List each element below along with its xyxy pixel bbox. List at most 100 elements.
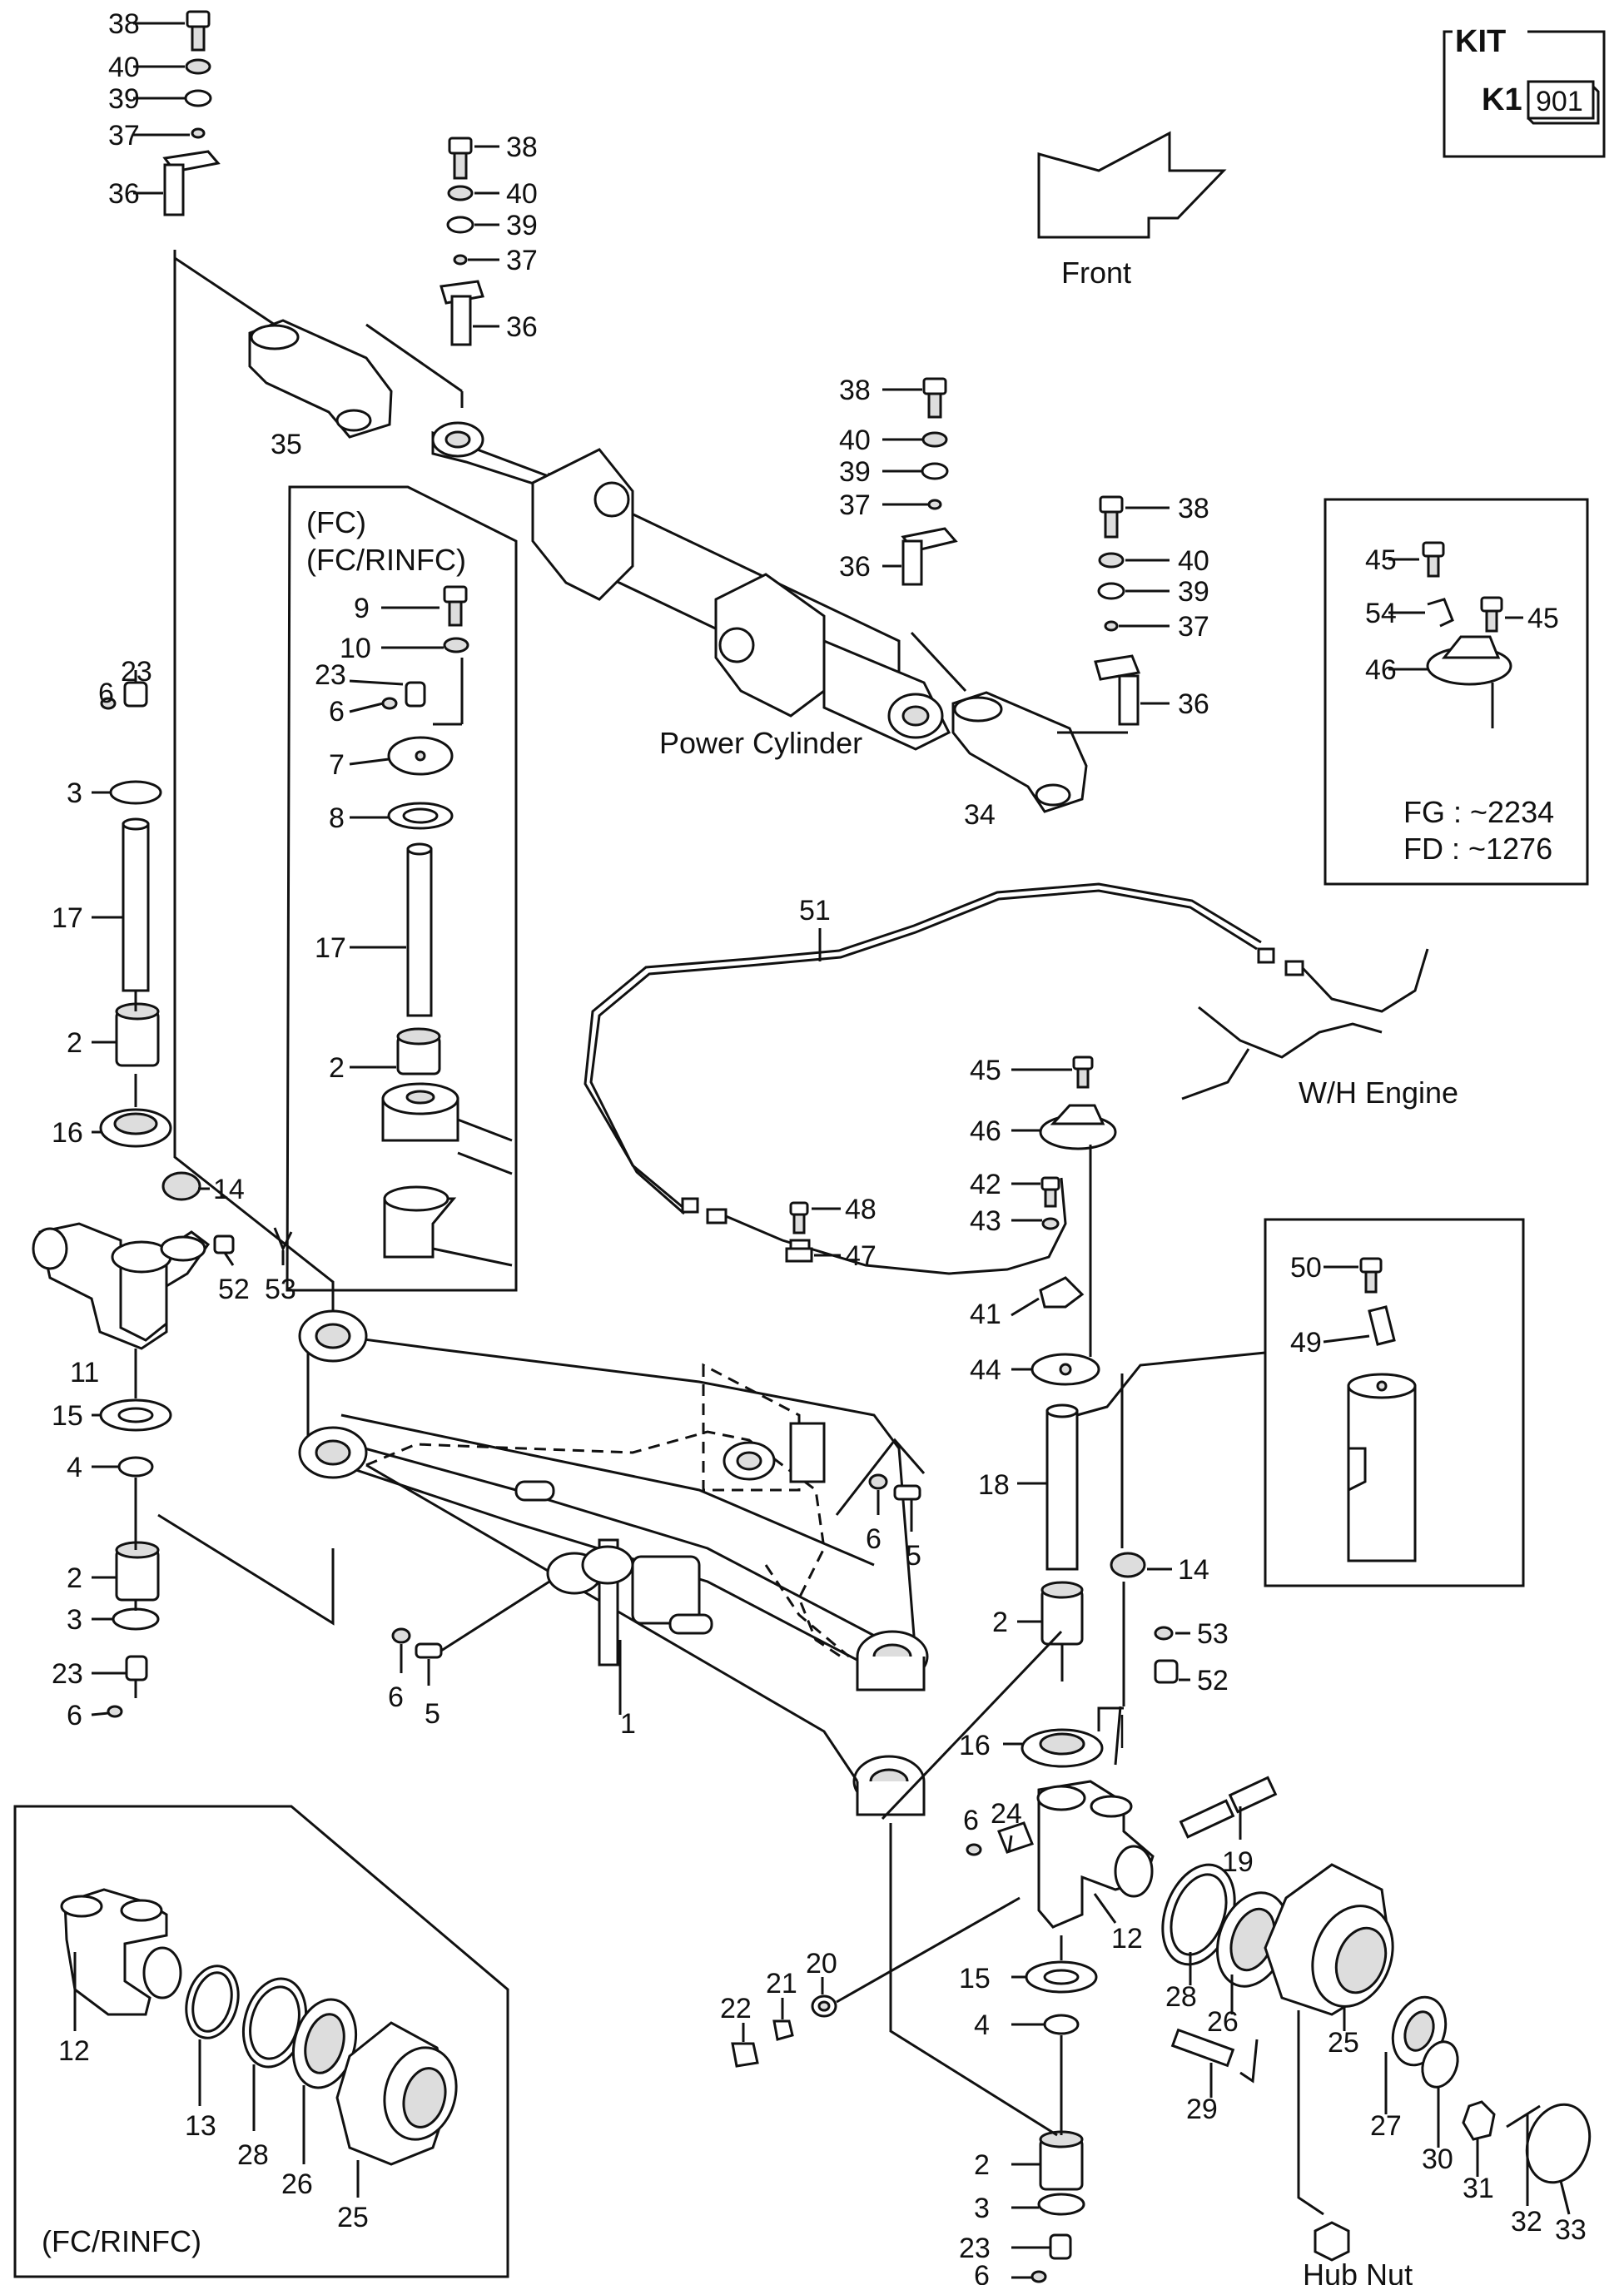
right-kingpin-assembly: [881, 1351, 1278, 1929]
callout-14a: 14: [213, 1174, 245, 1205]
callout-34: 34: [964, 799, 996, 831]
callout-38d: 38: [1178, 493, 1209, 524]
callout-23c: 23: [52, 1658, 83, 1690]
callout-21: 21: [766, 1968, 797, 1999]
callout-12b: 12: [58, 2035, 90, 2067]
callout-6e: 6: [866, 1523, 882, 1555]
callout-22: 22: [720, 1993, 752, 2024]
callout-20: 20: [806, 1948, 837, 1980]
callout-5b: 5: [906, 1540, 921, 1572]
callout-45a: 45: [1365, 544, 1397, 576]
callout-1: 1: [620, 1708, 636, 1740]
front-arrow: Front: [1037, 131, 1227, 290]
sensor-inset-line1: FG : ~2234: [1403, 795, 1554, 829]
kit-box: KIT K1 901: [1443, 23, 1606, 158]
callout-36b: 36: [506, 311, 538, 343]
callout-29: 29: [1186, 2094, 1218, 2125]
grease-fitting-right: [835, 1438, 926, 1532]
callout-45c: 45: [970, 1055, 1001, 1086]
callout-10: 10: [340, 633, 371, 664]
sensor-stack-center: [785, 1056, 1117, 1386]
callout-35: 35: [271, 429, 302, 460]
callout-43: 43: [970, 1205, 1001, 1237]
callout-38c: 38: [839, 375, 871, 406]
callout-46b: 46: [970, 1115, 1001, 1147]
kit-code: K1: [1482, 82, 1522, 117]
callout-4a: 4: [67, 1452, 82, 1483]
callout-6d: 6: [388, 1681, 404, 1713]
callout-39: 39: [108, 83, 140, 115]
callout-49: 49: [1290, 1327, 1322, 1359]
callout-3a: 3: [67, 777, 82, 809]
wh-engine-label: W/H Engine: [1299, 1075, 1458, 1110]
callout-25a: 25: [1328, 2027, 1359, 2059]
callout-44: 44: [970, 1354, 1001, 1386]
callout-23d: 23: [959, 2233, 991, 2264]
callout-15b: 15: [959, 1963, 991, 1994]
callout-23b: 23: [121, 656, 152, 688]
knuckle-arm-34: [910, 631, 1128, 813]
left-kingpin-assembly: [32, 250, 335, 1718]
grease-fitting-left: [391, 1580, 550, 1686]
right-hub-assembly: Hub Nut: [1161, 1863, 1592, 2285]
nut-washer-group: [731, 1896, 1021, 2068]
callout-2d: 2: [992, 1607, 1008, 1638]
power-cylinder-label: Power Cylinder: [659, 726, 862, 760]
callout-25b: 25: [337, 2202, 369, 2233]
callout-18: 18: [978, 1469, 1010, 1501]
callout-53b: 53: [1197, 1618, 1229, 1650]
knuckle-arm-35: [174, 256, 464, 439]
callout-50: 50: [1290, 1252, 1322, 1284]
callout-47: 47: [845, 1240, 877, 1272]
callout-40d: 40: [1178, 545, 1209, 577]
fc-inset: (FC) (FC/RINFC): [286, 485, 518, 1292]
top-left-bolt-stack: [133, 10, 221, 216]
callout-31: 31: [1463, 2173, 1494, 2204]
callout-6g: 6: [974, 2260, 990, 2285]
top-middle-bolt-stack: [440, 137, 499, 346]
callout-39d: 39: [1178, 576, 1209, 608]
callout-39c: 39: [839, 456, 871, 488]
callout-45b: 45: [1527, 603, 1559, 634]
sensor-inset-line2: FD : ~1276: [1403, 832, 1552, 866]
callout-32: 32: [1511, 2206, 1542, 2238]
rinfc-inset: (FC/RINFC): [13, 1805, 509, 2278]
callout-12a: 12: [1111, 1923, 1143, 1955]
callout-16b: 16: [959, 1730, 991, 1761]
callout-2c: 2: [67, 1562, 82, 1594]
callout-36c: 36: [839, 551, 871, 583]
callout-4b: 4: [974, 2009, 990, 2041]
callout-37b: 37: [506, 245, 538, 276]
kit-number: 901: [1536, 86, 1583, 117]
callout-30: 30: [1422, 2143, 1453, 2175]
callout-51: 51: [799, 895, 831, 926]
callout-9: 9: [354, 593, 370, 624]
callout-36: 36: [108, 178, 140, 210]
callout-15a: 15: [52, 1400, 83, 1432]
callout-39b: 39: [506, 210, 538, 241]
callout-5a: 5: [425, 1698, 440, 1730]
callout-48: 48: [845, 1194, 877, 1225]
kit-title: KIT: [1455, 24, 1506, 59]
callout-54: 54: [1365, 598, 1397, 629]
callout-8: 8: [329, 802, 345, 834]
callout-38: 38: [108, 8, 140, 40]
mid-right-bolt-stack: [882, 377, 958, 586]
callout-24: 24: [991, 1798, 1022, 1830]
hub-nut-label: Hub Nut: [1303, 2258, 1413, 2285]
callout-26b: 26: [281, 2168, 313, 2200]
callout-3c: 3: [974, 2193, 990, 2224]
axle-beam: [298, 1309, 929, 1816]
callout-37c: 37: [839, 489, 871, 521]
pin-inset: [1264, 1218, 1525, 1587]
callout-53a: 53: [265, 1274, 296, 1305]
callout-37: 37: [108, 120, 140, 152]
callout-52a: 52: [218, 1274, 250, 1305]
rinfc-inset-label: (FC/RINFC): [42, 2224, 201, 2258]
callout-27: 27: [1370, 2110, 1402, 2142]
callout-13: 13: [185, 2110, 216, 2142]
callout-40: 40: [108, 52, 140, 83]
callout-26a: 26: [1207, 2006, 1239, 2038]
callout-37d: 37: [1178, 611, 1209, 643]
